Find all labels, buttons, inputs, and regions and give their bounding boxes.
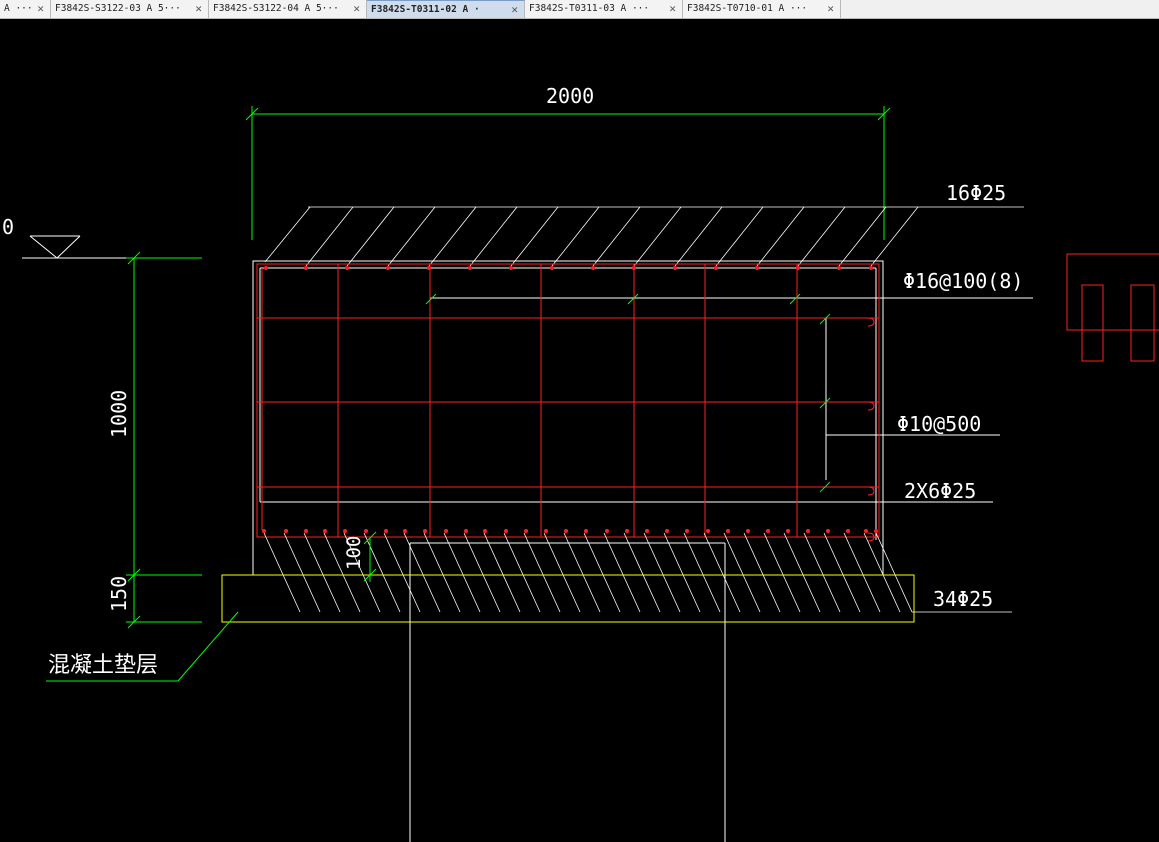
cad-drawing: 2000 16Φ25 xyxy=(2,84,1159,842)
close-icon[interactable]: ✕ xyxy=(669,2,676,15)
top-rebar-hatch xyxy=(264,206,1024,267)
tab-document-2[interactable]: F3842S-S3122-03 A 5··· ✕ xyxy=(51,0,209,18)
tab-label: F3842S-T0710-01 A ··· xyxy=(687,3,808,14)
tab-label: F3842S-S3122-03 A 5··· xyxy=(55,3,181,14)
document-tab-bar: A ··· ✕ F3842S-S3122-03 A 5··· ✕ F3842S-… xyxy=(0,0,1159,19)
bottom-rebar-label: 34Φ25 xyxy=(933,587,993,611)
tab-document-active[interactable]: F3842S-T0311-02 A · ✕ xyxy=(367,0,525,18)
drawing-canvas[interactable]: 2000 16Φ25 xyxy=(0,19,1159,842)
close-icon[interactable]: ✕ xyxy=(511,3,518,16)
close-icon[interactable]: ✕ xyxy=(37,2,44,15)
top-rebar-label: 16Φ25 xyxy=(946,181,1006,205)
stirrup-label: Φ16@100(8) xyxy=(903,269,1023,293)
level-mark-text: 0 xyxy=(2,215,14,239)
tab-document-1[interactable]: A ··· ✕ xyxy=(0,0,51,18)
close-icon[interactable]: ✕ xyxy=(353,2,360,15)
width-dimension-text: 2000 xyxy=(546,84,594,108)
tab-document-3[interactable]: F3842S-S3122-04 A 5··· ✕ xyxy=(209,0,367,18)
side-rebar-label: Φ10@500 xyxy=(897,412,981,436)
close-icon[interactable]: ✕ xyxy=(195,2,202,15)
bottom-rebar-dots xyxy=(262,529,878,533)
tab-label: F3842S-S3122-04 A 5··· xyxy=(213,3,339,14)
bottom-rebar-hatch xyxy=(263,532,1012,613)
tab-label: A ··· xyxy=(4,3,33,14)
pad-dimension-text: 150 xyxy=(107,576,131,612)
concrete-pad-label: 混凝土垫层 xyxy=(48,653,158,678)
pad-leader xyxy=(46,611,239,682)
width-dimension xyxy=(245,106,891,240)
height-dimension-text: 1000 xyxy=(107,390,131,438)
level-symbol xyxy=(22,235,126,259)
side-rebar-hooks xyxy=(867,317,875,542)
close-icon[interactable]: ✕ xyxy=(827,2,834,15)
tab-label: F3842S-T0311-03 A ··· xyxy=(529,3,650,14)
mid-rebar-label: 2X6Φ25 xyxy=(904,479,976,503)
stirrup-grid xyxy=(256,263,880,538)
height-dimension xyxy=(126,251,377,629)
cover-dimension-text: 100 xyxy=(343,536,365,570)
top-rebar-dots xyxy=(264,266,873,270)
leader-ticks xyxy=(425,293,831,493)
pile-outline xyxy=(409,542,726,842)
tab-label: F3842S-T0311-02 A · xyxy=(371,4,480,15)
tab-document-6[interactable]: F3842S-T0710-01 A ··· ✕ xyxy=(683,0,841,18)
partial-detail-right xyxy=(1066,253,1159,362)
concrete-pad xyxy=(221,574,915,623)
tab-document-5[interactable]: F3842S-T0311-03 A ··· ✕ xyxy=(525,0,683,18)
beam-outline xyxy=(252,260,1033,576)
